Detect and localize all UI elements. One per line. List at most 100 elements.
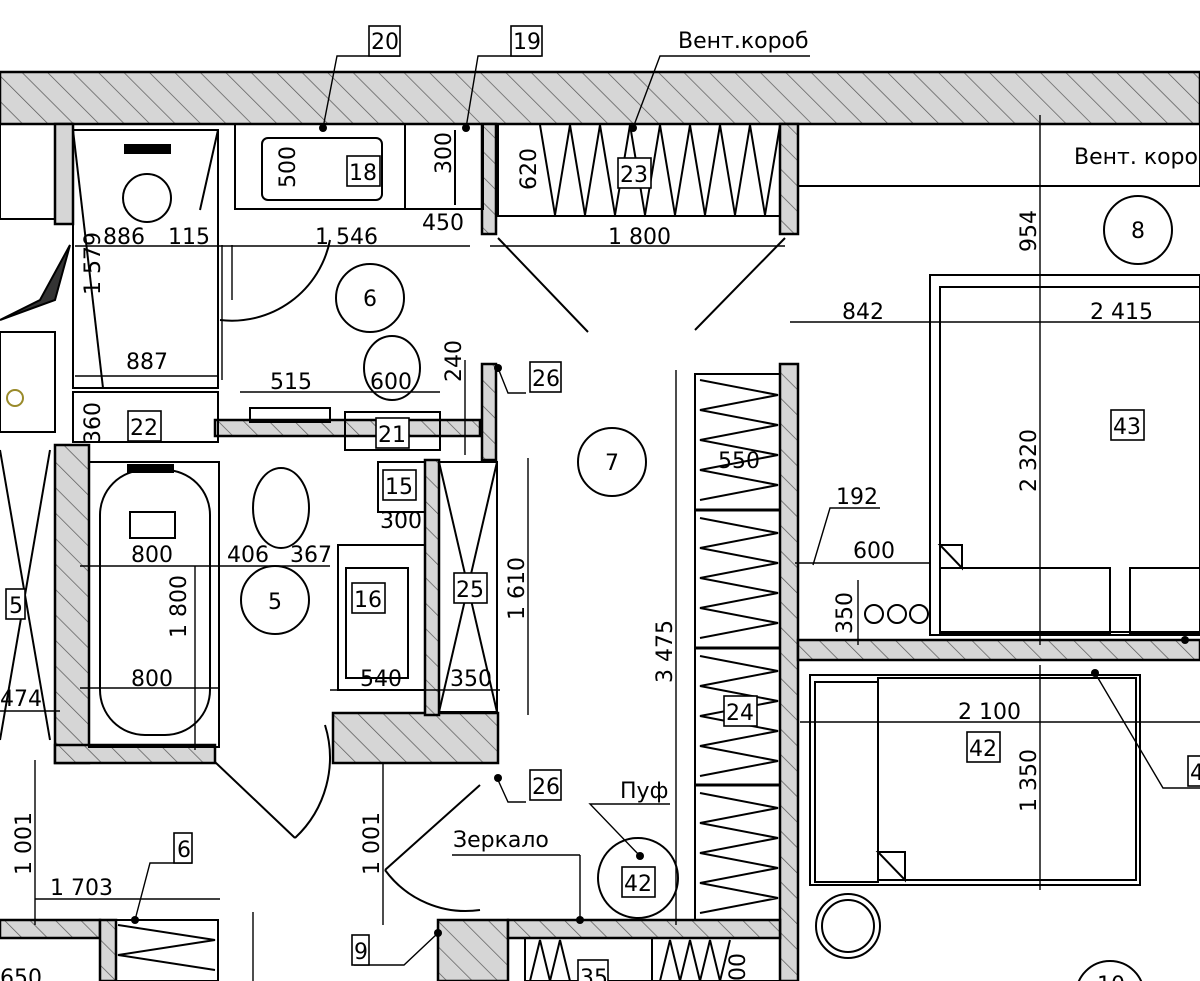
- socket-icon: [864, 604, 884, 624]
- callout-22: 22: [130, 416, 158, 441]
- callout-23: 23: [620, 163, 648, 188]
- callout-20: 20: [371, 30, 399, 55]
- dim-600-right: 600: [853, 539, 895, 564]
- room-marker-7: [577, 427, 647, 497]
- callout-25: 25: [456, 578, 484, 603]
- wall-bath-divider: [423, 458, 441, 717]
- dim-1800-top: 1 800: [608, 225, 671, 250]
- dim-450: 450: [422, 211, 464, 236]
- wall-shaft-block: [331, 711, 500, 765]
- left-black-triangle: [0, 244, 71, 321]
- left-panel: [0, 331, 56, 433]
- dim-540: 540: [360, 667, 402, 692]
- callout-18: 18: [349, 161, 377, 186]
- dim-2100: 2 100: [958, 700, 1021, 725]
- callout-43: 43: [1113, 415, 1141, 440]
- shelf-300: [404, 123, 484, 210]
- bathtub-inner: [99, 469, 211, 736]
- dim-3475: 3 475: [653, 620, 678, 683]
- dim-1546: 1 546: [315, 225, 378, 250]
- dim-887: 887: [126, 350, 168, 375]
- dim-500: 500: [276, 146, 301, 188]
- toilet-lower-icon: [252, 467, 310, 549]
- bathtub: [88, 461, 220, 748]
- callout-42-pouf: 42: [624, 872, 652, 897]
- dim-842: 842: [842, 300, 884, 325]
- room-number-7: 7: [605, 451, 619, 476]
- room-marker-8: [1103, 195, 1173, 265]
- room-number-6: 6: [363, 287, 377, 312]
- dim-406: 406: [227, 543, 269, 568]
- wall-corridor-left: [480, 362, 498, 462]
- leader-dots: [131, 124, 1189, 937]
- door-entry[interactable]: [384, 784, 481, 871]
- walls: [0, 70, 1200, 981]
- door-left-wardrobe[interactable]: [694, 237, 786, 331]
- room-number-8: 8: [1131, 219, 1145, 244]
- dim-650: 650: [0, 966, 42, 981]
- fixtures: [0, 123, 1200, 981]
- wall-wardrobe-right: [778, 122, 800, 236]
- dim-115: 115: [168, 225, 210, 250]
- wardrobe-23: [497, 123, 781, 217]
- shower-mixer-icon: [124, 144, 171, 154]
- wall-vertical-bottom: [98, 918, 118, 981]
- dim-515: 515: [270, 370, 312, 395]
- sink-basin-icon: [261, 137, 383, 201]
- door-bathroom-6[interactable]: [497, 237, 589, 333]
- dim-1350: 1 350: [1017, 749, 1042, 812]
- wall-bottom-right: [506, 918, 782, 940]
- dim-360: 360: [81, 402, 106, 444]
- dim-300-top: 300: [432, 132, 457, 174]
- outlet-icon: [6, 389, 24, 407]
- room-marker-10: [1077, 960, 1143, 981]
- label-mirror: Зеркало: [453, 828, 549, 853]
- labels: 20 19 Вент.короб Вент. короб 18 23 22 21…: [0, 29, 1200, 981]
- toilet-tank-21: [344, 411, 441, 451]
- dim-550: 550: [718, 449, 760, 474]
- callout-26-bottom: 26: [532, 775, 560, 800]
- wall-bath-bottom: [53, 743, 217, 765]
- room-number-10: 10: [1097, 973, 1125, 981]
- callout-42-bed: 42: [969, 737, 997, 762]
- dim-00: 00: [726, 953, 751, 981]
- callout-21: 21: [378, 423, 406, 448]
- dim-1610: 1 610: [505, 557, 530, 620]
- callout-16: 16: [354, 588, 382, 613]
- callout-19: 19: [513, 30, 541, 55]
- bed-43: [929, 274, 1200, 636]
- dim-1001-left: 1 001: [12, 812, 37, 875]
- label-pouf: Пуф: [620, 779, 668, 804]
- callout-9: 9: [354, 940, 368, 965]
- dim-350-h: 350: [450, 667, 492, 692]
- callout-192: 192: [836, 485, 878, 510]
- dim-474: 474: [0, 687, 42, 712]
- wall-small-vertical: [480, 122, 498, 236]
- socket-icon: [909, 604, 929, 624]
- wall-bottom-left: [0, 918, 102, 940]
- dim-1579: 1 579: [81, 232, 106, 295]
- wall-bedroom-divider: [796, 638, 1200, 662]
- pouf-42: [597, 837, 679, 919]
- dim-367: 367: [290, 543, 332, 568]
- label-vent-box-right: Вент. короб: [1074, 145, 1200, 170]
- dim-1800-v: 1 800: [167, 575, 192, 638]
- cabinet-25: [438, 461, 498, 713]
- dim-2415: 2 415: [1090, 300, 1153, 325]
- shower-head-icon: [122, 173, 172, 223]
- callout-6-small: 6: [177, 838, 191, 863]
- cabinet-22: [72, 391, 219, 443]
- dim-1001-center: 1 001: [360, 812, 385, 875]
- door-bath-5[interactable]: [214, 761, 296, 839]
- callout-boxes: [5, 25, 1200, 981]
- dim-350-v: 350: [833, 592, 858, 634]
- label-vent-box-top: Вент.короб: [678, 29, 809, 54]
- wardrobe-23-zigzag: [539, 124, 781, 216]
- dim-2320: 2 320: [1017, 429, 1042, 492]
- toilet-upper-icon: [363, 335, 421, 401]
- callout-26-top: 26: [532, 367, 560, 392]
- cabinet-bottom-left: [115, 919, 219, 981]
- wardrobe-24-zigzag: [699, 379, 779, 914]
- wall-partition-middle: [213, 418, 482, 438]
